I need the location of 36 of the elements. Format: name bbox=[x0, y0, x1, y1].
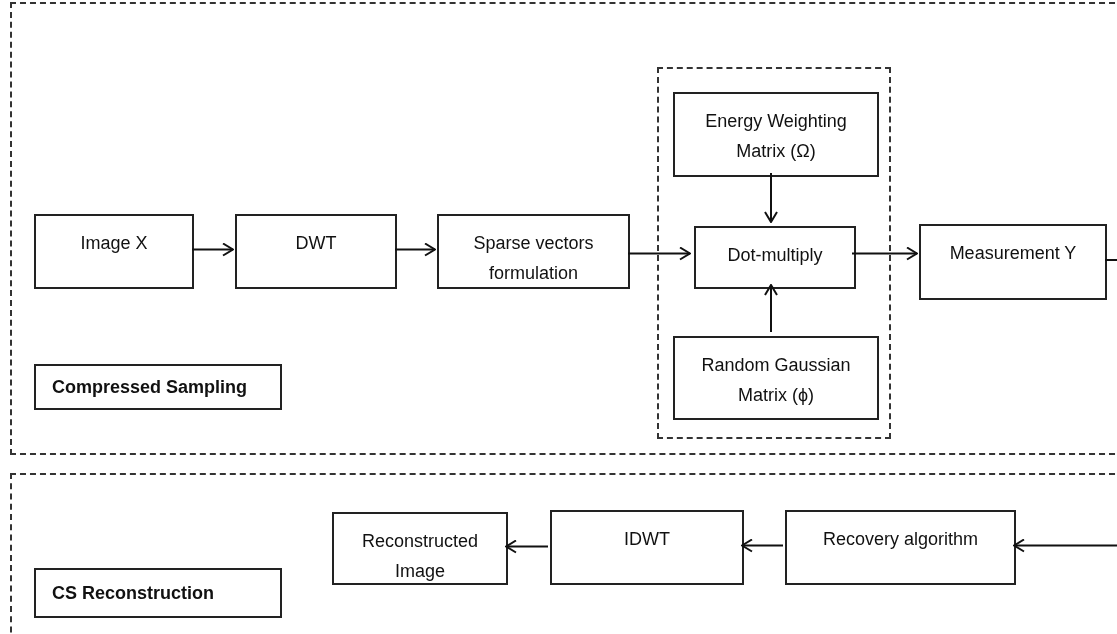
process-box bbox=[673, 336, 879, 420]
box-label: Random Gaussian Matrix (ϕ) bbox=[700, 354, 852, 407]
process-box bbox=[235, 214, 397, 289]
box-label: IDWT bbox=[624, 528, 670, 551]
section-title: CS Reconstruction bbox=[51, 582, 215, 605]
arrow bbox=[191, 242, 234, 257]
dashed-group-box bbox=[657, 67, 891, 439]
box-label: Recovery algorithm bbox=[822, 528, 979, 551]
dashed-panel bbox=[10, 473, 1117, 634]
arrow bbox=[764, 284, 778, 333]
process-box bbox=[332, 512, 508, 585]
arrow bbox=[394, 242, 436, 257]
box-label: Reconstructed Image bbox=[360, 530, 480, 583]
process-box bbox=[550, 510, 744, 585]
box-label: Dot-multiply bbox=[727, 244, 823, 267]
section-title: Compressed Sampling bbox=[51, 376, 248, 399]
box-label: DWT bbox=[295, 232, 337, 255]
process-box bbox=[919, 224, 1107, 300]
process-box bbox=[437, 214, 630, 289]
section-title-box bbox=[34, 364, 282, 410]
process-box bbox=[673, 92, 879, 177]
box-label: Image X bbox=[80, 232, 148, 255]
box-label: Measurement Y bbox=[949, 242, 1077, 265]
process-box bbox=[694, 226, 856, 289]
arrow bbox=[764, 172, 778, 223]
arrow bbox=[627, 246, 691, 261]
box-label: Sparse vectors formulation bbox=[472, 232, 595, 285]
arrow bbox=[505, 539, 549, 554]
dashed-panel bbox=[10, 2, 1117, 455]
arrow bbox=[1013, 538, 1117, 553]
arrow bbox=[741, 538, 784, 553]
process-box bbox=[785, 510, 1016, 585]
box-label: Energy Weighting Matrix (Ω) bbox=[704, 110, 848, 163]
process-box bbox=[34, 214, 194, 289]
section-title-box bbox=[34, 568, 282, 618]
arrow bbox=[851, 246, 918, 261]
